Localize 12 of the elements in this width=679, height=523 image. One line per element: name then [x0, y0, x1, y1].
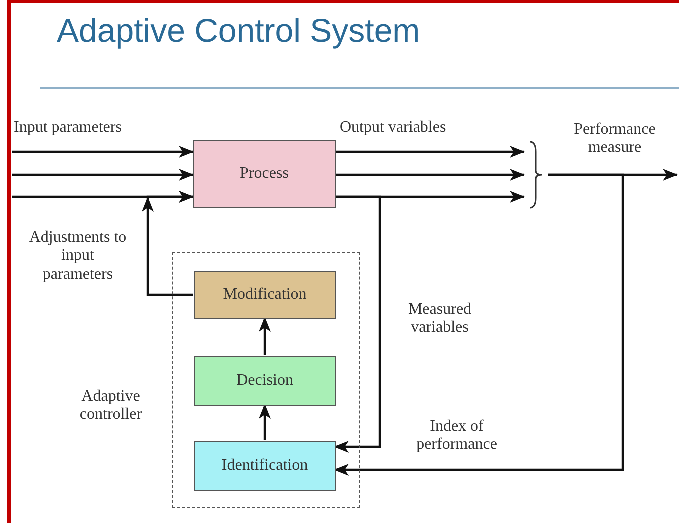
title: Adaptive Control System — [57, 12, 420, 50]
box-label: Decision — [236, 372, 294, 390]
process-box — [194, 441, 336, 491]
process-box — [194, 356, 336, 406]
process-box — [193, 140, 336, 208]
flow-label: Output variables — [340, 119, 446, 138]
process-box — [194, 271, 336, 319]
box-label: Modification — [223, 286, 307, 304]
group-label: Adaptive controller — [78, 388, 144, 425]
box-label: Identification — [222, 456, 308, 476]
box-label: Process — [240, 164, 289, 184]
flow-label: Input parameters — [14, 119, 122, 138]
